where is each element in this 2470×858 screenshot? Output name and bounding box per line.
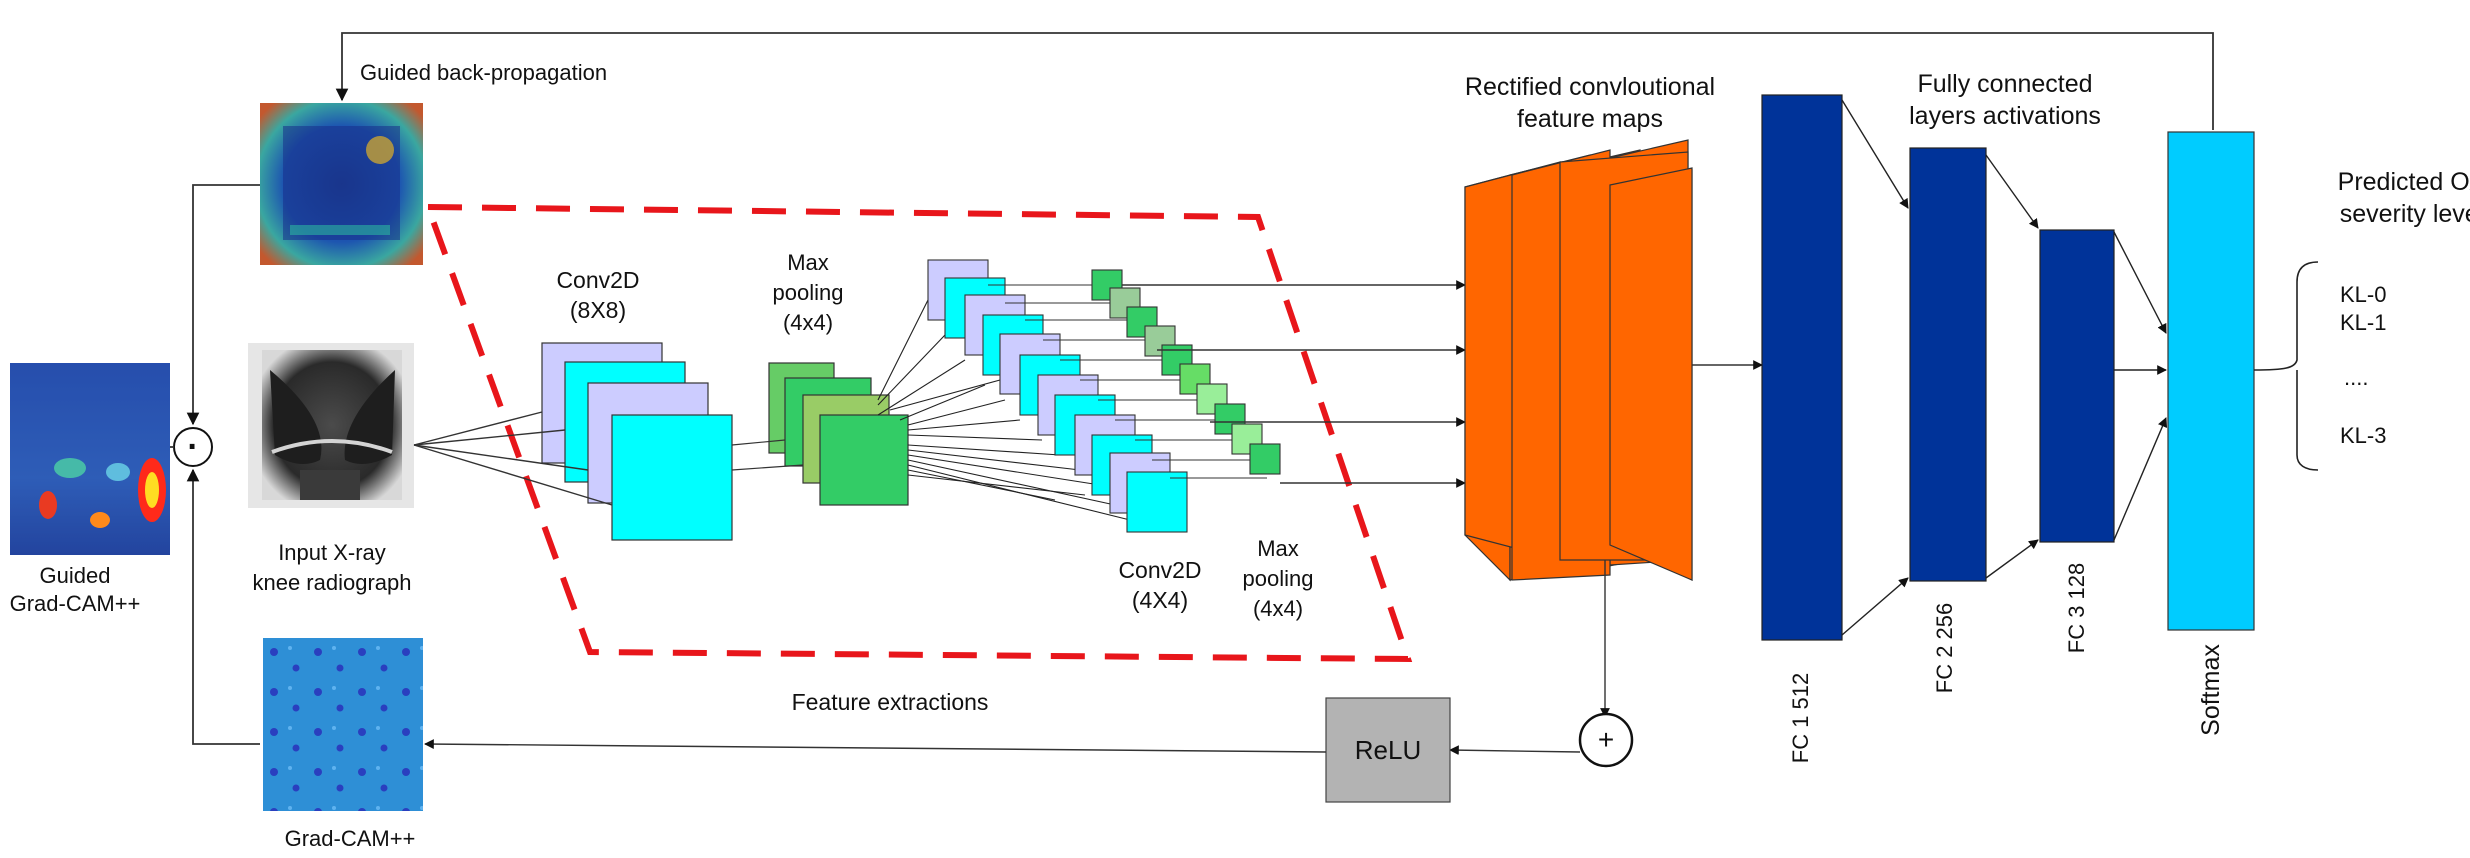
input-label-2: knee radiograph [252, 570, 411, 595]
plus-symbol: + [1598, 724, 1614, 755]
guided-gradcam-image [10, 363, 170, 555]
input-xray-image [248, 343, 414, 508]
fc-header-label-1: Fully connected [1917, 70, 2092, 98]
softmax-block [2167, 131, 2255, 631]
rectified-label-2: feature maps [1517, 105, 1663, 133]
fc1-label: FC 1 512 [1788, 673, 1813, 764]
softmax-label: Softmax [2197, 644, 2225, 736]
conv-to-pool-lines [731, 439, 804, 471]
maxpool2-label-2: pooling [1243, 566, 1314, 591]
relu-block [1325, 697, 1451, 803]
pool-to-conv2-lines [877, 299, 1131, 521]
maxpool1-label-2: pooling [773, 280, 844, 305]
guided-gradcam-label-1: Guided [40, 563, 111, 588]
maxpool1-label-3: (4x4) [783, 310, 833, 335]
conv2-to-pool2-lines [988, 284, 1267, 479]
maxpool2-label-1: Max [1257, 536, 1299, 561]
gradcam-image [263, 638, 423, 811]
fc3-block [2039, 229, 2115, 543]
fc-arrows [1841, 99, 2168, 636]
predicted-label-2: severity level [2340, 200, 2470, 228]
fc-header-label-2: layers activations [1909, 102, 2101, 130]
gradcam-label: Grad-CAM++ [285, 826, 416, 851]
conv-layer-1-stack [541, 342, 733, 541]
feature-extractions-label: Feature extractions [792, 689, 989, 715]
fc3-label: FC 3 128 [2064, 563, 2089, 654]
feature-extraction-boundary [423, 203, 1413, 663]
gradcam-to-multiply-line [186, 468, 260, 745]
input-label-1: Input X-ray [278, 540, 386, 565]
gbp-to-multiply-line [186, 184, 260, 426]
fc2-block [1909, 147, 1987, 582]
rectified-label-1: Rectified convloutional [1465, 73, 1715, 101]
rectified-feature-maps [1464, 139, 1693, 582]
conv-layer-2-stack [927, 259, 1188, 533]
maxpool-layer-1-stack [768, 362, 909, 506]
relu-label: ReLU [1355, 735, 1421, 765]
maxpool2-label-3: (4x4) [1253, 596, 1303, 621]
kl3-label: KL-3 [2340, 423, 2386, 448]
guided-backprop-image [260, 103, 423, 265]
feedback-line [335, 32, 2214, 130]
fc1-block [1761, 94, 1843, 641]
kl1-label: KL-1 [2340, 310, 2386, 335]
conv2-label-2: (4X4) [1132, 587, 1188, 613]
fc2-label: FC 2 256 [1932, 603, 1957, 694]
input-to-conv-lines [413, 411, 613, 506]
kl0-label: KL-0 [2340, 282, 2386, 307]
pool2-to-featuremap-arrows [1122, 280, 1466, 488]
multiply-symbol: · [187, 428, 198, 466]
plus-to-relu-arrow [1449, 745, 1581, 756]
conv1-label-1: Conv2D [556, 267, 639, 293]
conv2-label-1: Conv2D [1118, 557, 1201, 583]
conv1-label-2: (8X8) [570, 297, 626, 323]
guided-backprop-label: Guided back-propagation [360, 60, 607, 85]
predicted-label-1: Predicted OA [2338, 168, 2470, 196]
output-brace [2253, 261, 2319, 471]
ellipsis-label: .... [2344, 365, 2368, 390]
maxpool1-label-1: Max [787, 250, 829, 275]
guided-gradcam-label-2: Grad-CAM++ [10, 591, 141, 616]
plus-node [1578, 712, 1634, 768]
relu-to-gradcam-arrow [424, 739, 1327, 753]
